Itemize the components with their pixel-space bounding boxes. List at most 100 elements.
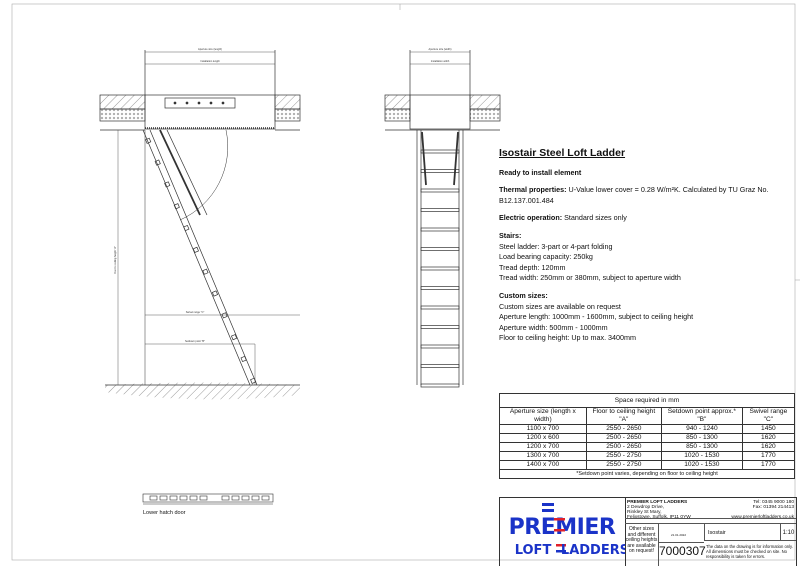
table-caption: Space required in mm	[499, 393, 795, 408]
disclaimer: The data on the drawing is for informati…	[706, 544, 793, 559]
table-cell: 940 - 1240	[660, 424, 743, 434]
ladder-tread	[240, 355, 247, 363]
ladder-tread	[420, 149, 460, 154]
spec-subtitle: Ready to install element	[499, 167, 582, 177]
dim-swivel-range: Swivel range "C"	[186, 311, 205, 314]
custom-line: Aperture length: 1000mm - 1600mm, subjec…	[499, 312, 694, 322]
dim-aperture-length: Aperture size (length)	[198, 48, 222, 51]
ladder-tread	[420, 227, 460, 232]
table-cell: 850 - 1300	[660, 442, 743, 452]
table-cell: 1620	[741, 442, 796, 452]
ladder-treads	[420, 149, 460, 388]
electric-text: Standard sizes only	[564, 213, 627, 223]
hatch-slot	[169, 495, 178, 501]
table-cell: 2550 - 2750	[585, 460, 662, 470]
ladder-tread	[211, 290, 219, 297]
hatch-slot	[189, 495, 198, 501]
address-line: Felixstowe, Suffolk. IP11 0YW	[627, 515, 691, 520]
custom-line: Aperture width: 500mm - 1000mm	[499, 322, 608, 332]
scale: 1:10	[780, 523, 796, 541]
table-header: Swivel range "C"	[741, 407, 796, 425]
table-header: Aperture size (length x width)	[499, 407, 587, 425]
table-cell: 1620	[741, 433, 796, 443]
table-cell: 2550 - 2750	[585, 451, 662, 461]
ladder-tread	[221, 312, 228, 319]
stairs-label: Stairs:	[499, 230, 522, 240]
ladder-tread	[420, 305, 460, 310]
availability-note: Other sizes and different ceiling height…	[625, 523, 659, 566]
website[interactable]: www.premierloftladders.co.uk	[731, 515, 794, 520]
company-name: PREMIER LOFT LADDERS	[627, 500, 688, 505]
ladder-tread	[154, 159, 161, 166]
dim-floor-to-ceiling: Floor to ceiling height "A"	[114, 246, 117, 274]
ladder-tread	[202, 268, 209, 275]
dim-setdown-point: Setdown point "B"	[185, 340, 205, 343]
table-cell: 850 - 1300	[660, 433, 743, 443]
table-cell: 1450	[741, 424, 796, 434]
address-line: 2 Dewdrop Drive,	[627, 505, 665, 510]
title-block: PREMIER LOFT LADDERS PREMIER LOFT LADDER…	[499, 497, 797, 566]
address-line: Rinkley St Mary,	[627, 510, 662, 515]
ladder-tread	[145, 137, 152, 144]
ladder-tread	[420, 344, 460, 349]
hatch-slot	[149, 495, 158, 501]
drawing-date: 21.01.2022	[671, 533, 687, 537]
ladder-tread	[173, 203, 180, 210]
lower-hatch-door-drawing	[142, 493, 274, 505]
hatch-slot	[241, 495, 250, 501]
tel: Tel: 0345 9000 180	[753, 500, 794, 505]
table-cell: 1020 - 1530	[660, 451, 743, 461]
hatch-slot	[159, 495, 168, 501]
table-cell: 1770	[741, 460, 796, 470]
ladder-tread	[192, 246, 199, 253]
fax: Fax: 01394 214413	[752, 505, 794, 510]
stairs-line: Tread width: 250mm or 380mm, subject to …	[499, 273, 681, 283]
hatch-slot	[221, 495, 230, 501]
ladder-treads	[145, 137, 257, 384]
table-cell: 1770	[741, 451, 796, 461]
svg-text:LADDERS: LADDERS	[561, 543, 625, 558]
ladder-tread	[230, 334, 238, 341]
hatch-slot	[199, 495, 208, 501]
hatch-slot	[251, 495, 260, 501]
table-header: Setdown point approx.* "B"	[660, 407, 743, 425]
spec-title: Isostair Steel Loft Ladder	[499, 147, 626, 159]
ladder-tread	[420, 286, 460, 290]
custom-line: Floor to ceiling height: Up to max. 3400…	[499, 333, 637, 343]
ladder-tread	[420, 364, 460, 368]
ladder-tread	[183, 224, 190, 232]
ladder-tread	[420, 383, 460, 388]
thermal-text: U-Value lower cover = 0.28 W/m²K. Calcul…	[499, 185, 769, 205]
table-cell: 2500 - 2650	[585, 433, 662, 443]
table-cell: 2500 - 2650	[585, 442, 662, 452]
premier-logo: PREMIER LOFT LADDERS	[500, 498, 629, 566]
ladder-tread	[420, 169, 460, 173]
stairs-line: Steel ladder: 3-part or 4-part folding	[499, 241, 613, 251]
spec-block: Isostair Steel Loft Ladder Ready to inst…	[499, 148, 795, 351]
front-view	[384, 50, 501, 388]
ladder-tread	[420, 188, 460, 193]
ladder-tread	[420, 266, 460, 271]
stairs-line: Tread depth: 120mm	[499, 262, 566, 272]
ladder-tread	[420, 208, 460, 212]
hatch-slot	[179, 495, 188, 501]
table-header: Floor to ceiling height "A"	[585, 407, 662, 425]
ladder-tread	[420, 325, 460, 329]
space-table: Space required in mm Aperture size (leng…	[499, 393, 796, 479]
dim-installation-length: Installation length	[200, 60, 220, 63]
hatch-slot	[231, 495, 240, 501]
table-cell: 1020 - 1530	[660, 460, 743, 470]
table-footnote: *Setdown point varies, depending on floo…	[499, 469, 795, 479]
stairs-line: Load bearing capacity: 250kg	[499, 252, 593, 262]
table-cell: 1100 x 700	[499, 424, 587, 434]
svg-text:LOFT: LOFT	[515, 543, 552, 558]
table-cell: 1200 x 700	[499, 442, 587, 452]
table-cell: 1300 x 700	[499, 451, 587, 461]
table-cell: 2550 - 2650	[585, 424, 662, 434]
side-view	[99, 50, 301, 400]
